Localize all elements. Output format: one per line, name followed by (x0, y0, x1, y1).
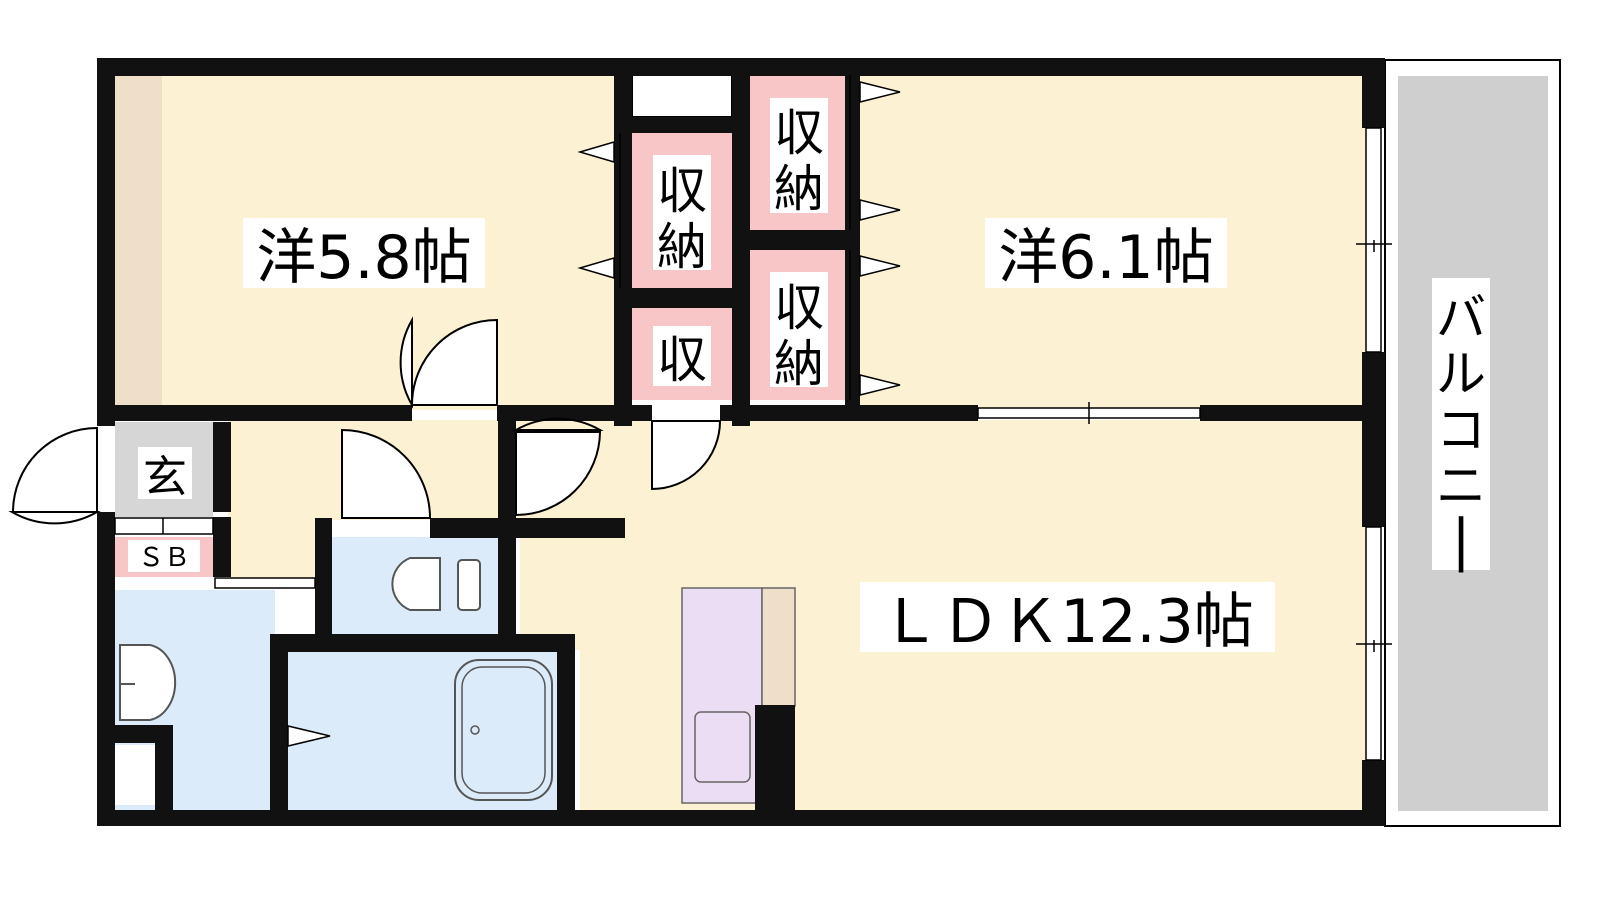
folding-door-marks (287, 81, 901, 747)
shoe-box-label: ＳＢ (138, 543, 190, 573)
room-label-ldk: ＬＤＫ12.3帖 (880, 587, 1254, 657)
toilet-icon (391, 557, 481, 611)
label-bg-closet-center (653, 155, 711, 270)
bathroom-floor (288, 652, 560, 810)
label-bg-balcony (1432, 278, 1490, 570)
label-bg-entrance (138, 447, 192, 499)
storage-label-center: 収納 (657, 162, 707, 276)
wash-basin-icon (119, 644, 177, 721)
bathtub-inner (461, 666, 546, 794)
balcony-label: バルコニ| (1436, 289, 1486, 573)
storage-label-right-top: 収納 (774, 104, 824, 218)
label-bg-ldk (860, 582, 1275, 652)
room-label-western2: 洋6.1帖 (998, 223, 1213, 293)
kitchen-wood (761, 587, 796, 707)
window-ticks (162, 240, 1392, 652)
wood-shelf-left (115, 75, 162, 410)
storage-label-small: 収 (657, 331, 707, 389)
entrance-label: 玄 (143, 452, 187, 503)
label-bg-western2 (985, 218, 1227, 288)
closet-door-lines (619, 75, 851, 400)
room-label-western1: 洋5.8帖 (256, 223, 471, 293)
label-bg-closet-right-top (770, 98, 828, 213)
label-bg-closet-small (653, 326, 711, 386)
label-bg-closet-right-bottom (770, 272, 828, 387)
walls (97, 58, 1385, 826)
balcony-area (1384, 59, 1561, 827)
doors (8, 316, 722, 525)
kitchen-sink-icon (694, 711, 751, 783)
storage-label-right-bottom: 収納 (774, 279, 824, 393)
closet-top-white (631, 74, 733, 118)
label-bg-sb (128, 540, 200, 572)
bathtub-drain-icon (470, 725, 480, 735)
bathtub-icon (454, 659, 553, 801)
washer-space (115, 745, 155, 805)
label-bg-western1 (243, 218, 485, 288)
